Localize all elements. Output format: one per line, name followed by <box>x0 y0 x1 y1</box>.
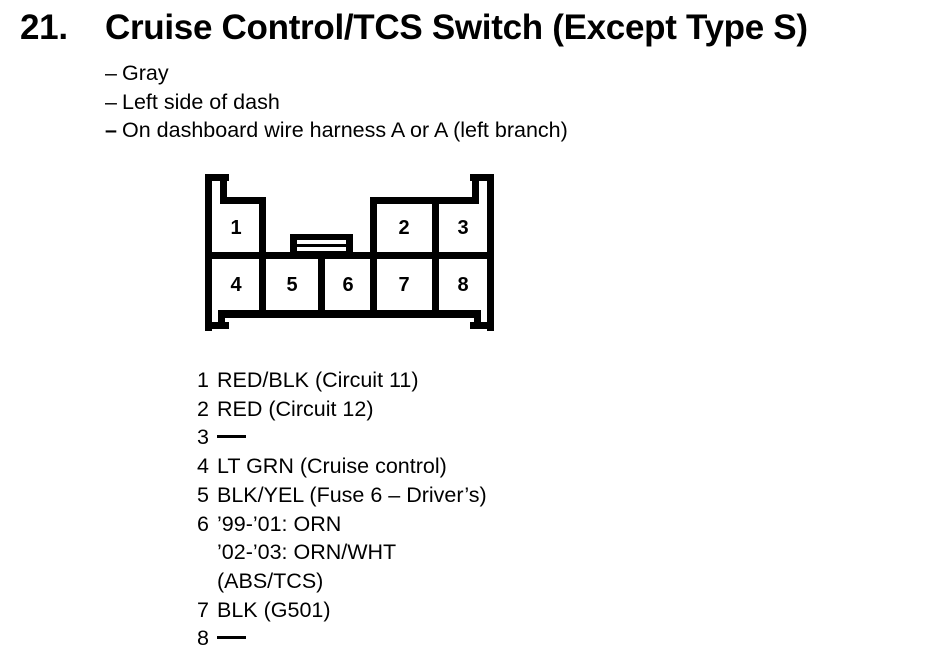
attribute-item: – Gray <box>105 59 568 88</box>
attribute-item: – On dashboard wire harness A or A (left… <box>105 116 568 145</box>
connector-cell-label: 4 <box>230 274 242 296</box>
attribute-text: On dashboard wire harness A or A (left b… <box>122 118 568 143</box>
pin-wire-line: BLK/YEL (Fuse 6 – Driver’s) <box>217 482 487 507</box>
attribute-list: – Gray – Left side of dash – On dashboar… <box>105 59 568 145</box>
pin-wire-text: RED/BLK (Circuit 11) <box>217 366 419 395</box>
connector-cell-label: 1 <box>230 217 241 239</box>
pin-wire-line: RED/BLK (Circuit 11) <box>217 368 419 392</box>
pin-row: 4 LT GRN (Cruise control) <box>197 452 487 481</box>
pin-wire-line: ’02-’03: ORN/WHT <box>217 540 397 565</box>
pin-number: 8 <box>197 626 209 651</box>
no-connection-dash <box>217 435 246 439</box>
cell-grid <box>205 197 494 318</box>
pin-row: 6 ’99-’01: ORN ’02-’03: ORN/WHT (ABS/TCS… <box>197 510 487 596</box>
pin-wire-text: BLK/YEL (Fuse 6 – Driver’s) <box>217 481 487 510</box>
pin-number: 5 <box>197 482 209 507</box>
pin-row: 3 <box>197 423 487 452</box>
cell-labels: 1 2 3 4 5 6 7 8 <box>230 217 468 296</box>
latch <box>290 234 353 252</box>
pin-number: 1 <box>197 368 209 392</box>
pin-row: 2 RED (Circuit 12) <box>197 395 487 424</box>
section-heading: 21. Cruise Control/TCS Switch (Except Ty… <box>20 8 808 48</box>
pin-row: 8 <box>197 624 487 653</box>
pin-row: 5 BLK/YEL (Fuse 6 – Driver’s) <box>197 481 487 510</box>
attribute-text: Gray <box>122 61 169 85</box>
bullet-dash: – <box>105 118 117 143</box>
pin-wire-line: BLK (G501) <box>217 597 331 622</box>
pin-list: 1 RED/BLK (Circuit 11) 2 RED (Circuit 12… <box>197 366 487 653</box>
bullet-dash: – <box>105 89 117 114</box>
pin-number: 3 <box>197 425 209 450</box>
attribute-text: Left side of dash <box>122 89 280 114</box>
bullet-dash: – <box>105 61 117 85</box>
pin-wire-line: RED (Circuit 12) <box>217 396 374 421</box>
pin-row: 1 RED/BLK (Circuit 11) <box>197 366 487 395</box>
pin-wire-line: (ABS/TCS) <box>217 568 324 593</box>
pin-wire-line: ’99-’01: ORN <box>217 511 342 536</box>
attribute-item: – Left side of dash <box>105 88 568 117</box>
pin-wire-text: RED (Circuit 12) <box>217 395 374 424</box>
pin-number: 6 <box>197 511 209 536</box>
connector-cell-label: 6 <box>342 274 353 296</box>
pin-row: 7 BLK (G501) <box>197 596 487 625</box>
no-connection-dash <box>217 636 246 640</box>
connector-cell-label: 2 <box>398 217 409 239</box>
page-title: Cruise Control/TCS Switch (Except Type S… <box>105 8 808 47</box>
connector-cell-label: 8 <box>457 274 468 296</box>
section-number: 21. <box>20 8 68 47</box>
pin-wire-line: LT GRN (Cruise control) <box>217 454 447 479</box>
pin-number: 7 <box>197 597 209 622</box>
pin-wire-text: BLK (G501) <box>217 596 331 625</box>
connector-cell-label: 3 <box>457 217 468 239</box>
pin-number: 4 <box>197 454 209 479</box>
pin-wire-text: LT GRN (Cruise control) <box>217 452 447 481</box>
pin-wire-text: ’99-’01: ORN ’02-’03: ORN/WHT (ABS/TCS) <box>217 510 396 596</box>
connector-diagram: 1 2 3 4 5 6 7 8 <box>205 174 494 331</box>
connector-cell-label: 5 <box>286 274 297 296</box>
pin-number: 2 <box>197 396 209 421</box>
connector-cell-label: 7 <box>398 274 409 296</box>
